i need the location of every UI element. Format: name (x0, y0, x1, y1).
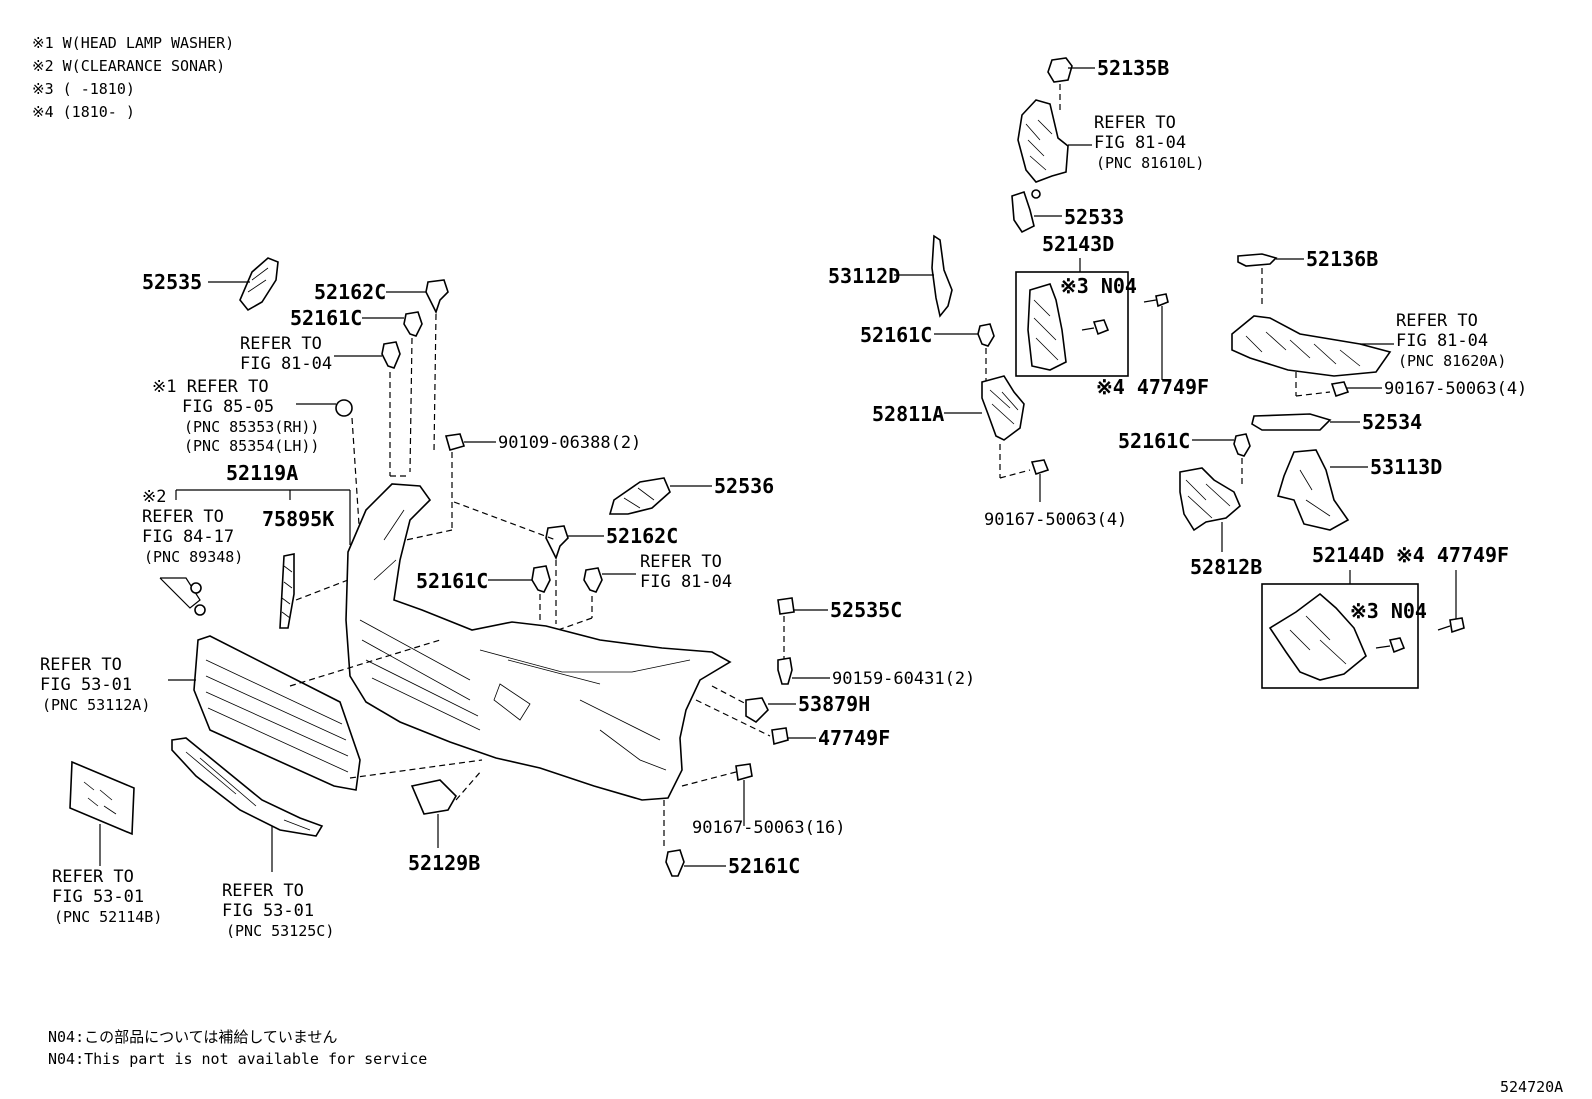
figure-id: 524720A (1500, 1078, 1563, 1096)
label-90159: 90159-60431(2) (832, 669, 975, 689)
part-n04-bracket-b (1268, 592, 1367, 681)
ref-headlamp-1: REFER TO (1094, 113, 1176, 133)
part-52534[interactable] (1251, 413, 1332, 431)
label-52533: 52533 (1064, 205, 1124, 229)
ref-grille-2: FIG 53-01 (40, 675, 132, 695)
label-47749F-c: 47749F (818, 726, 890, 750)
legend-line-1: ※1 W(HEAD LAMP WASHER) (32, 34, 234, 52)
part-52136B[interactable] (1237, 253, 1278, 267)
ref-lower-1: REFER TO (222, 881, 304, 901)
part-53113D[interactable] (1276, 449, 1350, 531)
label-52162C-a: 52162C (314, 280, 386, 304)
part-52535[interactable] (239, 257, 279, 312)
part-n04-bracket-a (1027, 283, 1067, 371)
label-n04-b: ※3 N04 (1350, 599, 1427, 623)
ref-washer-1: ※1 REFER TO (152, 377, 269, 397)
label-90167-4b: 90167-50063(4) (1384, 379, 1527, 399)
ref-grille-3: (PNC 53112A) (42, 696, 150, 714)
ref-lower-3: (PNC 53125C) (226, 922, 334, 940)
legend: ※1 W(HEAD LAMP WASHER) ※2 W(CLEARANCE SO… (32, 34, 234, 121)
label-90167-4a: 90167-50063(4) (984, 510, 1127, 530)
part-grille[interactable] (193, 635, 361, 791)
label-52534: 52534 (1362, 410, 1422, 434)
note-jp: N04:この部品については補給していません (48, 1028, 337, 1046)
label-75895K: 75895K (262, 507, 334, 531)
part-fog-lamp[interactable] (1231, 315, 1392, 377)
part-52533[interactable] (1011, 190, 1035, 234)
ref-washer-2: FIG 85-05 (182, 397, 274, 417)
label-52161C-e: 52161C (728, 854, 800, 878)
ref-sonar-1: ※2 (142, 487, 166, 507)
part-52135B[interactable] (1047, 57, 1073, 83)
part-52536[interactable] (608, 477, 671, 515)
ref-grille-1: REFER TO (40, 655, 122, 675)
ref-headlamp-3: (PNC 81610L) (1096, 154, 1204, 172)
label-52161C-b: 52161C (1118, 429, 1190, 453)
label-52811A: 52811A (872, 402, 944, 426)
ref-left-81-1: REFER TO (240, 334, 322, 354)
ref-plate-1: REFER TO (52, 867, 134, 887)
label-47749F-a: ※4 47749F (1096, 375, 1209, 399)
ref-headlamp-2: FIG 81-04 (1094, 133, 1186, 153)
ref-plate-3: (PNC 52114B) (54, 908, 162, 926)
ref-washer-3: (PNC 85353(RH)) (184, 418, 319, 436)
label-52161C-d: 52161C (416, 569, 488, 593)
label-90167-16: 90167-50063(16) (692, 818, 846, 838)
ref-sonar-4: (PNC 89348) (144, 548, 243, 566)
label-52535C: 52535C (830, 598, 902, 622)
label-53113D: 53113D (1370, 455, 1442, 479)
label-52136B: 52136B (1306, 247, 1378, 271)
ref-sonar-2: REFER TO (142, 507, 224, 527)
ref-sonar-3: FIG 84-17 (142, 527, 234, 547)
n04-box-a (1015, 271, 1129, 377)
part-license-plate[interactable] (69, 760, 135, 836)
label-53112D: 53112D (828, 264, 900, 288)
label-52535: 52535 (142, 270, 202, 294)
label-52162C-b: 52162C (606, 524, 678, 548)
ref-washer-4: (PNC 85354(LH)) (184, 437, 319, 455)
headlamp-group: 52135B REFER TO FIG 81-04 (PNC 81610L) 5… (828, 56, 1527, 689)
label-47749F-b: ※4 47749F (1396, 543, 1509, 567)
label-90109: 90109-06388(2) (498, 433, 641, 453)
label-52135B: 52135B (1097, 56, 1169, 80)
part-lower-spoiler[interactable] (171, 737, 324, 837)
part-53112D[interactable] (931, 234, 953, 318)
legend-line-3: ※3 ( -1810) (32, 80, 135, 98)
label-52536: 52536 (714, 474, 774, 498)
part-75895K[interactable] (279, 553, 295, 629)
part-52812B[interactable] (1179, 467, 1241, 532)
ref-mid-81-2: FIG 81-04 (640, 572, 732, 592)
part-52119A-bumper-cover[interactable] (345, 483, 732, 801)
ref-foglamp-1: REFER TO (1396, 311, 1478, 331)
ref-lower-2: FIG 53-01 (222, 901, 314, 921)
ref-plate-2: FIG 53-01 (52, 887, 144, 907)
part-52129B[interactable] (410, 779, 457, 815)
label-52144D: 52144D (1312, 543, 1384, 567)
ref-foglamp-2: FIG 81-04 (1396, 331, 1488, 351)
label-52143D: 52143D (1042, 232, 1114, 256)
note-en: N04:This part is not available for servi… (48, 1050, 427, 1068)
footer: N04:この部品については補給していません N04:This part is n… (48, 1028, 1563, 1096)
n04-box-b (1261, 583, 1419, 689)
ref-mid-81-1: REFER TO (640, 552, 722, 572)
label-52812B: 52812B (1190, 555, 1262, 579)
legend-line-2: ※2 W(CLEARANCE SONAR) (32, 57, 225, 75)
label-52119A: 52119A (226, 461, 298, 485)
bumper-group: 52535 52162C 52161C REFER TO FIG 81-04 ※… (40, 257, 975, 940)
ref-left-81-2: FIG 81-04 (240, 354, 332, 374)
legend-line-4: ※4 (1810- ) (32, 103, 135, 121)
label-52161C-c: 52161C (290, 306, 362, 330)
label-52161C-a: 52161C (860, 323, 932, 347)
label-52129B: 52129B (408, 851, 480, 875)
ref-foglamp-3: (PNC 81620A) (1398, 352, 1506, 370)
label-53879H: 53879H (798, 692, 870, 716)
part-headlamp-bracket[interactable] (1017, 99, 1069, 183)
label-n04-a: ※3 N04 (1060, 274, 1137, 298)
part-52811A[interactable] (981, 375, 1025, 441)
